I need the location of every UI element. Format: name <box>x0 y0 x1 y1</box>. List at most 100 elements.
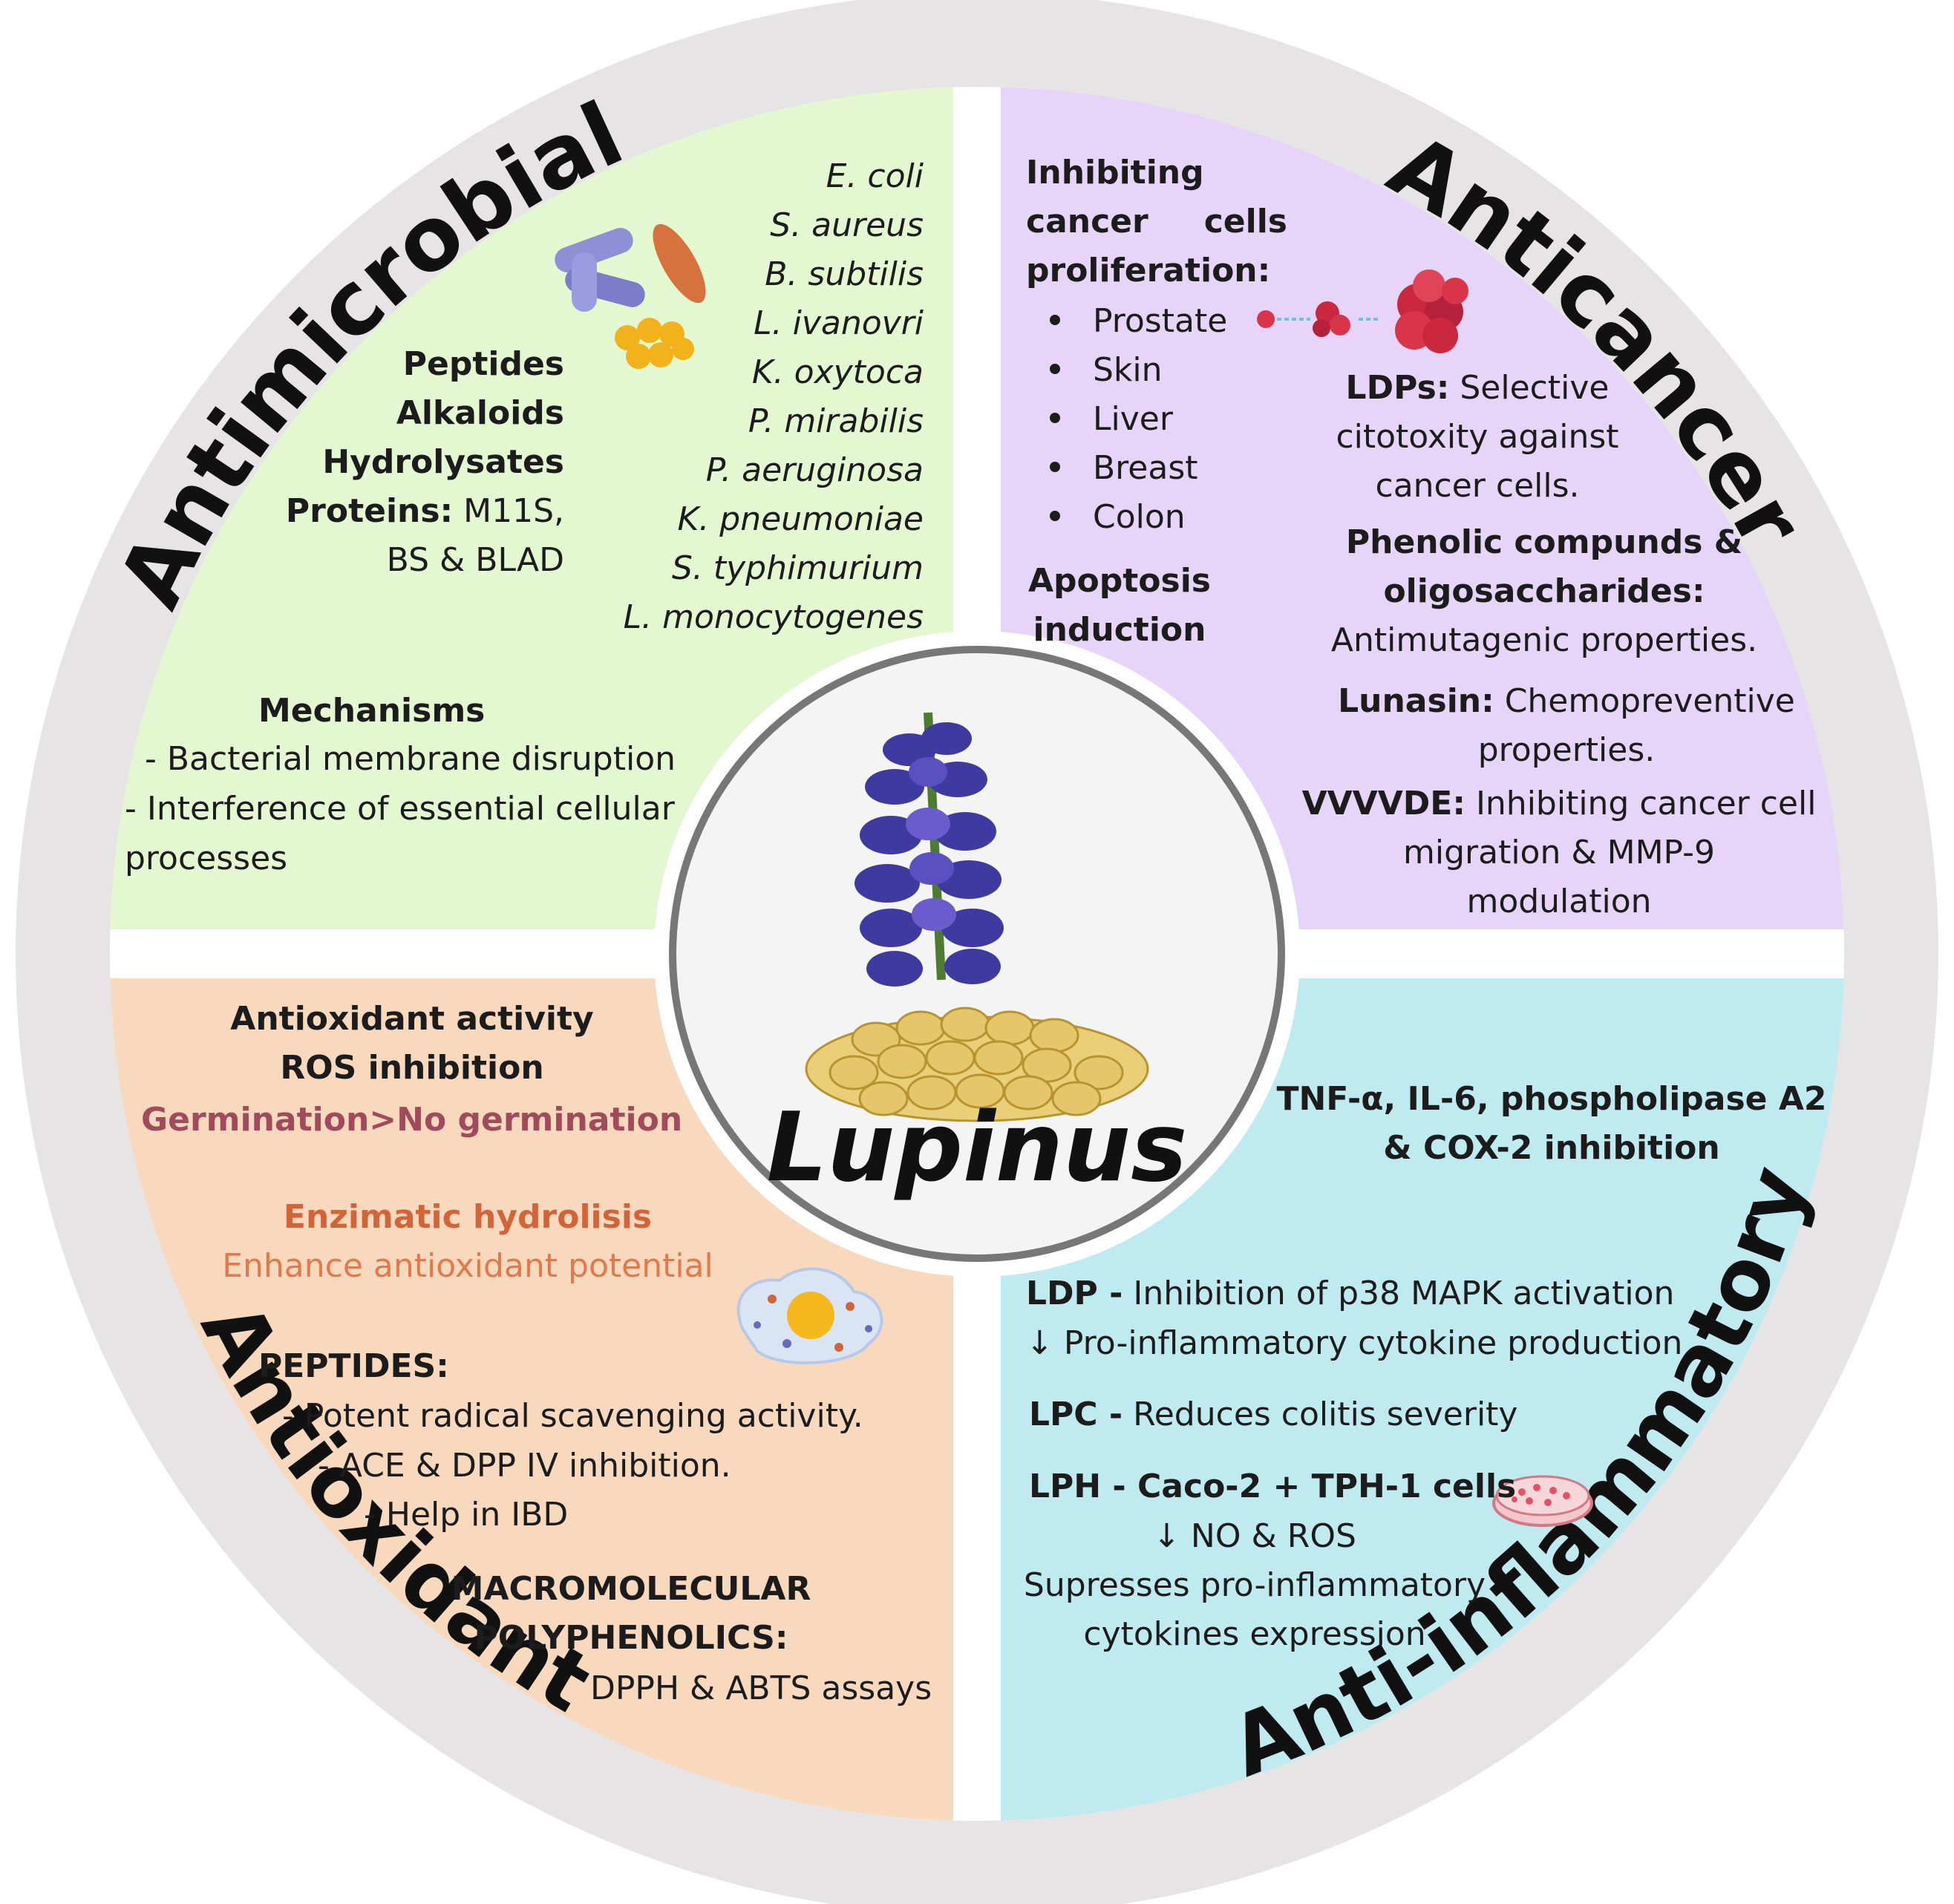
ldps-label: LDPs: <box>1345 369 1450 407</box>
lpc-label: LPC - <box>1029 1396 1123 1433</box>
ldp-line: LDP - Inhibition of p38 MAPK activation <box>1026 1269 1674 1318</box>
center-title: Lupinus <box>767 1093 1188 1203</box>
vvvvde-text: modulation <box>1466 883 1652 920</box>
ldp-label: LDP - <box>1026 1275 1123 1312</box>
phenolic-text: Antimutagenic properties. <box>1330 621 1758 659</box>
cancer-type-label: Breast <box>1093 449 1198 487</box>
lupin-seeds-illustration <box>805 1007 1149 1122</box>
macro-title: MACROMOLECULAR POLYPHENOLICS: <box>445 1565 817 1663</box>
headline-line: TNF-α, IL-6, phospholipase A2 <box>1276 1080 1827 1118</box>
mechanism-item: - Bacterial membrane disruption <box>145 740 676 778</box>
lpc-text: Reduces colitis severity <box>1123 1396 1518 1433</box>
cancer-type-label: Colon <box>1093 498 1186 536</box>
inhibiting-line: proliferation: <box>1026 252 1271 289</box>
cancer-type-item: Liver <box>1050 395 1227 444</box>
lph-line: Supresses pro-inflammatory <box>1023 1566 1486 1604</box>
macrophage-icon <box>736 1267 883 1365</box>
inhibiting-title: Inhibiting cancer cells proliferation: <box>1026 148 1287 295</box>
mechanisms-title: Mechanisms <box>258 692 486 730</box>
lph-line: cytokines expression <box>1083 1615 1426 1653</box>
cancer-type-label: Liver <box>1093 400 1173 438</box>
lph-line: ↓ NO & ROS <box>1153 1517 1356 1555</box>
ldp-text: Inhibition of p38 MAPK activation <box>1123 1275 1675 1312</box>
apoptosis-line: induction <box>1033 611 1206 649</box>
organism-item: K. oxytoca <box>751 353 924 391</box>
compound-proteins-cont: BS & BLAD <box>386 541 564 579</box>
organism-item: K. pneumoniae <box>677 500 924 538</box>
vvvvde-block: VVVVDE: Inhibiting cancer cell migration… <box>1292 779 1826 926</box>
inhibiting-line: Inhibiting <box>1026 154 1204 192</box>
antioxidant-activity: Antioxidant activity ROS inhibition <box>189 995 635 1093</box>
bacteria-icon <box>555 223 706 312</box>
phenolic-title: Phenolic compunds & <box>1345 523 1743 561</box>
germination-note: Germination>No germination <box>141 1101 683 1139</box>
enzimatic-block: Enzimatic hydrolisis Enhance antioxidant… <box>186 1193 750 1291</box>
peptide-item: - Potent radical scavenging activity. <box>282 1397 863 1435</box>
cancer-type-list: Prostate Skin Liver Breast Colon <box>1050 297 1227 542</box>
organism-item: P. mirabilis <box>748 402 924 440</box>
antioxidant-activity-title: Antioxidant activity <box>230 1000 594 1038</box>
cancer-type-label: Skin <box>1093 351 1163 389</box>
ldps-text: citotoxity against <box>1336 418 1619 456</box>
ldp-line-2: ↓ Pro-inflammatory cytokine production <box>1026 1324 1683 1362</box>
phenolic-title: oligosaccharides: <box>1383 572 1705 610</box>
lupin-flower-illustration <box>855 712 1004 987</box>
macro-title-line: MACROMOLECULAR <box>451 1570 811 1608</box>
vvvvde-text: migration & MMP-9 <box>1403 834 1715 871</box>
peptide-item: - ACE & DPP IV inhibition. <box>318 1447 731 1485</box>
lph-title: LPH - Caco-2 + TPH-1 cells <box>1029 1468 1517 1505</box>
cancer-type-item: Colon <box>1050 493 1227 542</box>
peptides-title: PEPTIDES: <box>258 1347 449 1385</box>
organism-item: S. typhimurium <box>671 549 924 587</box>
ldps-text: cancer cells. <box>1375 467 1580 505</box>
ldps-text: Selective <box>1449 369 1610 407</box>
phenolic-block: Phenolic compunds & oligosaccharides: An… <box>1292 518 1797 665</box>
compound-hydrolysates: Hydrolysates <box>322 443 564 481</box>
inhibiting-word: cancer <box>1026 203 1148 241</box>
cancer-type-item: Prostate <box>1050 297 1227 346</box>
organism-item: E. coli <box>826 157 924 195</box>
petri-dish-icon <box>1492 1475 1593 1527</box>
lunasin-text: Chemopreventive <box>1494 682 1795 720</box>
lph-details: ↓ NO & ROS Supresses pro-inflammatory cy… <box>1010 1512 1500 1659</box>
proteins-value: M11S, <box>453 492 564 530</box>
vvvvde-label: VVVVDE: <box>1301 785 1466 822</box>
lunasin-line: Lunasin: Chemopreventive <box>1307 677 1826 726</box>
inhibiting-line: cancer cells <box>1026 197 1287 246</box>
cancer-type-item: Breast <box>1050 444 1227 493</box>
cocci-icon <box>615 318 694 369</box>
macro-title-line: POLYPHENOLICS: <box>474 1619 788 1657</box>
vvvvde-line: VVVVDE: Inhibiting cancer cell <box>1292 779 1826 828</box>
ldps-line: LDPs: Selective <box>1292 364 1663 413</box>
cancer-type-item: Skin <box>1050 346 1227 395</box>
organism-item: L. monocytogenes <box>623 598 924 636</box>
mechanism-item: - Interference of essential cellular <box>125 790 675 828</box>
antimicrobial-compounds: Peptides Alkaloids Hydrolysates Proteins… <box>286 340 564 585</box>
inflammation-headline: TNF-α, IL-6, phospholipase A2 & COX-2 in… <box>1262 1075 1841 1173</box>
proteins-label: Proteins: <box>285 492 454 530</box>
cancer-type-label: Prostate <box>1093 302 1228 340</box>
lpc-line: LPC - Reduces colitis severity <box>1029 1390 1517 1439</box>
ros-inhibition: ROS inhibition <box>280 1049 544 1087</box>
headline-line: & COX-2 inhibition <box>1383 1129 1720 1167</box>
lunasin-text: properties. <box>1477 731 1656 769</box>
organism-item: L. ivanovri <box>754 304 924 342</box>
organism-list: E. coli S. aureus B. subtilis L. ivanovr… <box>624 152 924 642</box>
enzimatic-title: Enzimatic hydrolisis <box>283 1198 653 1236</box>
apoptosis-induction: Apoptosis induction <box>1023 557 1216 655</box>
macro-text: DPPH & ABTS assays <box>590 1669 932 1707</box>
mechanism-item: processes <box>125 840 288 877</box>
compound-peptides: Peptides <box>402 345 564 383</box>
ldps-block: LDPs: Selective citotoxity against cance… <box>1292 364 1663 511</box>
peptide-item: - Help in IBD <box>364 1496 569 1534</box>
lunasin-block: Lunasin: Chemopreventive properties. <box>1307 677 1826 775</box>
organism-item: B. subtilis <box>765 255 924 293</box>
inhibiting-word: cells <box>1203 203 1287 241</box>
enzimatic-text: Enhance antioxidant potential <box>222 1247 713 1285</box>
lunasin-label: Lunasin: <box>1338 682 1494 720</box>
compound-proteins: Proteins: M11S, <box>286 487 564 536</box>
compound-alkaloids: Alkaloids <box>396 394 564 432</box>
vvvvde-text: Inhibiting cancer cell <box>1465 785 1817 822</box>
